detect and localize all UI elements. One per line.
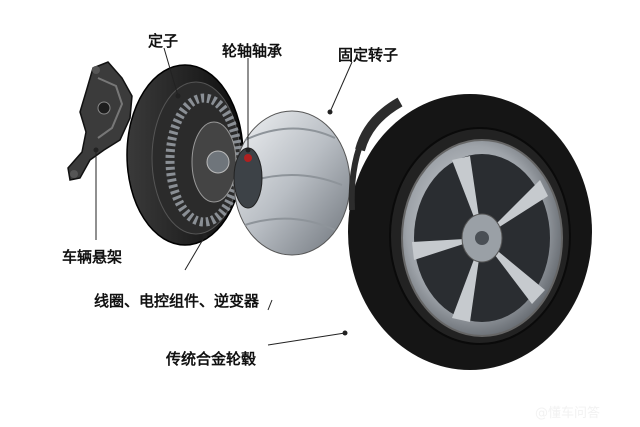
suspension-knuckle: [67, 61, 133, 181]
label-fixed-rotor: 固定转子: [338, 46, 399, 64]
leader-fixed-rotor: [329, 61, 353, 113]
label-stator: 定子: [148, 32, 179, 50]
alloy-rim: [401, 139, 563, 337]
leader-dots: [93, 93, 348, 336]
label-suspension: 车辆悬架: [62, 248, 123, 266]
leader-alloy-hub-2: [267, 332, 346, 346]
label-alloy-hub: 传统合金轮毂: [166, 350, 257, 368]
stator-disc: [126, 64, 244, 246]
motor-hub: [233, 110, 351, 256]
leader-alloy-hub: [267, 299, 273, 311]
leader-coil-inverter: [184, 235, 206, 271]
label-hub-bearing: 轮轴轴承: [222, 42, 283, 60]
watermark: @懂车问答: [535, 406, 601, 421]
leader-stator: [163, 47, 179, 97]
label-coil-inverter: 线圈、电控组件、逆变器: [94, 292, 260, 310]
leader-lines: [95, 47, 353, 346]
